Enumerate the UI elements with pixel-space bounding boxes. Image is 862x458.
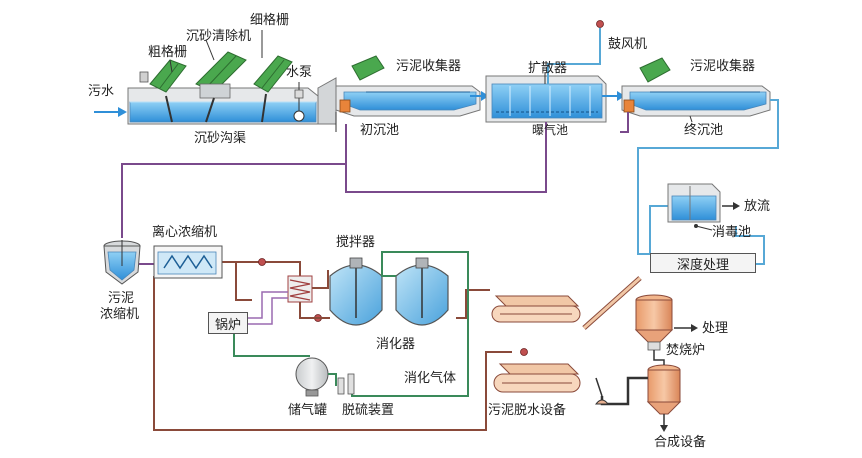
grit-channel [127,87,319,125]
digester-right [395,257,449,326]
label-sewage-inlet: 污水 [88,84,115,99]
synthesis-feed [594,376,648,406]
digester-link-pipe [381,262,396,277]
boiler-loop-pipe [248,291,288,319]
sludge-thickener [103,240,141,285]
advanced-to-disinfection-pipe [735,226,765,265]
aeration-to-final-flow [602,91,625,101]
primary-clarifier [335,55,481,117]
label-blower: 鼓风机 [608,37,648,52]
pump-unit [293,82,305,122]
advanced-treatment-box: 深度处理 [650,253,756,273]
label-digester-gas: 消化气体 [404,371,457,386]
label-incinerator: 焚烧炉 [666,343,706,358]
coarse-screen-unit [139,59,187,123]
label-desulfurizer: 脱硫装置 [342,403,395,418]
effluent-pipe [637,99,779,255]
final-clarifier [621,57,771,117]
label-pump: 水泵 [286,65,313,80]
incinerator-out-arrow [674,324,698,332]
blower-line [547,20,604,84]
conveyor-to-incinerator [582,276,642,330]
label-gas-holder: 储气罐 [288,403,328,418]
sludge-to-heater-pipe [236,261,301,280]
digester-out-pipe [456,289,490,319]
dewatering-conveyor-top [491,295,581,323]
label-discharge: 放流 [744,199,771,214]
label-final-clarifier: 终沉池 [684,123,724,138]
primary-to-aeration-flow [470,91,489,101]
disinfection-pointer [694,224,713,231]
desulfurization-unit [328,373,355,395]
label-coarse-screen: 粗格栅 [148,45,188,60]
label-dewatering-equipment: 污泥脱水设备 [488,403,567,418]
gas-holder [295,357,329,397]
label-thickener: 浓缩机 [100,307,140,322]
label-aeration-tank: 曝气池 [532,123,569,137]
coarse-screen-pointer [169,59,173,73]
label-sludge: 污泥 [108,291,135,306]
label-grit-channel: 沉砂沟渠 [194,131,247,146]
label-centrifuge-thickener: 离心浓缩机 [152,225,218,240]
final-clarifier-pointer [689,115,693,123]
synthesis-out-arrow [660,414,668,432]
label-mixer: 搅拌器 [336,235,376,250]
sludge-pump-1 [258,258,266,266]
dewatering-conveyor-bottom [493,363,581,393]
centrifuge-thickener [153,245,223,279]
boiler-gas-pipe [233,330,310,357]
label-grit-remover: 沉砂清除机 [186,29,252,44]
heater-to-digester-pipe [312,270,329,289]
inflow-arrow [94,107,127,117]
incinerator [634,294,674,351]
label-primary-clarifier: 初沉池 [360,123,400,138]
incinerator-to-synthesis-link [653,350,665,365]
label-disinfection-tank: 消毒池 [712,225,752,240]
synthesis-unit [646,364,682,415]
sludge-pump-3 [520,348,528,356]
discharge-arrow [722,202,740,210]
digester-left [329,257,383,326]
label-synthesis-equipment: 合成设备 [654,435,707,450]
label-sludge-collector-final: 污泥收集器 [690,59,756,74]
primary-sludge-pipe [121,124,347,238]
heat-exchanger [287,275,313,303]
label-digester: 消化器 [376,337,416,352]
pump-well [317,77,337,125]
aeration-tank [485,75,607,123]
digester-recirc-pipe [299,302,330,319]
boiler-box: 锅炉 [208,312,248,334]
disinfection-inlet-pipe [649,205,668,254]
final-sludge-pipe [620,112,629,133]
fine-screen-unit [253,55,293,123]
label-disposal: 处理 [702,321,729,336]
label-fine-screen: 细格栅 [250,13,290,28]
centrifuge-out-pipe [222,261,252,301]
label-sludge-collector-primary: 污泥收集器 [396,59,462,74]
grit-remover-pointer [205,39,215,61]
boiler-return-pipe [248,297,288,325]
grit-remover-unit [195,51,247,123]
disinfection-tank [667,183,721,223]
label-diffuser: 扩散器 [528,61,568,76]
sludge-main-pipe [153,276,512,431]
